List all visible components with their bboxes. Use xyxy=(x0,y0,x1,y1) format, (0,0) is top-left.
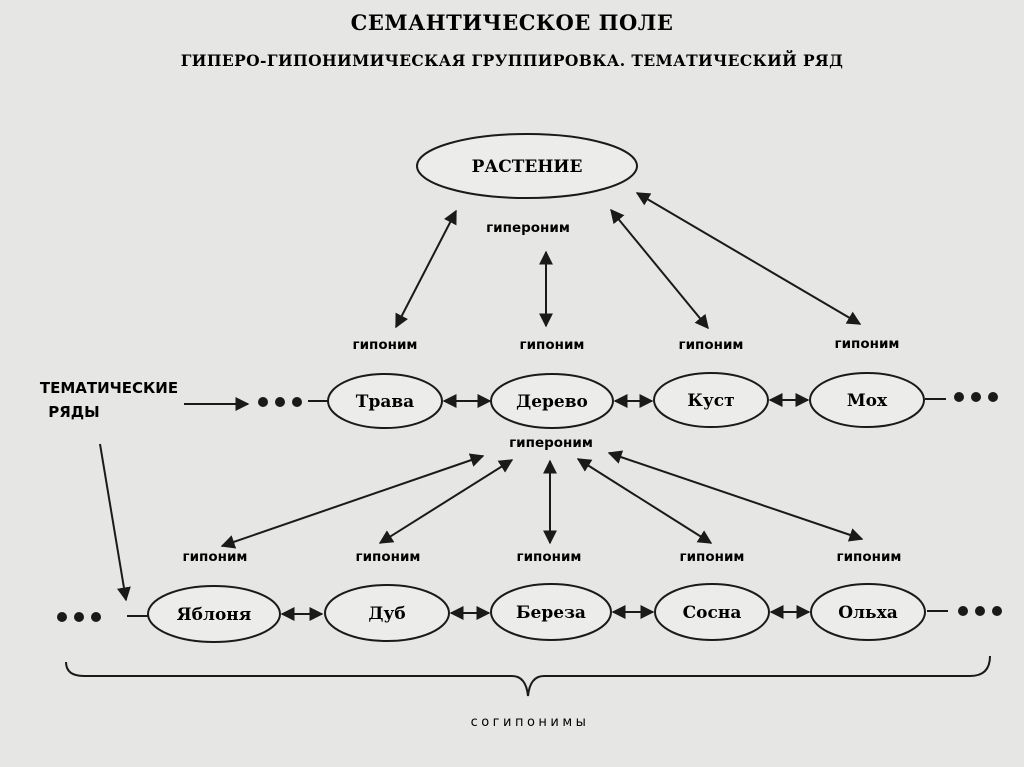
row2-node-sosna: Сосна xyxy=(683,603,742,623)
row2-node-bereza: Береза xyxy=(516,603,586,623)
hyponym-label-yablonya: гипоним xyxy=(183,549,248,565)
diagram-title: СЕМАНТИЧЕСКОЕ ПОЛЕ xyxy=(351,10,674,35)
hyponym-label-derevo: гипоним xyxy=(520,337,585,353)
row1-node-mokh: Мох xyxy=(847,391,888,411)
hyponym-label-olkha: гипоним xyxy=(837,549,902,565)
root-node-label: РАСТЕНИЕ xyxy=(472,157,583,177)
cohyponyms-label: согипонимы xyxy=(471,715,590,730)
hyponym-label-mokh: гипоним xyxy=(835,336,900,352)
hyponym-label-bereza: гипоним xyxy=(517,549,582,565)
arrow-root-to-kust xyxy=(610,208,709,330)
arrow-side-to-row2 xyxy=(99,443,131,602)
thematic-rows-label-line2: РЯДЫ xyxy=(48,403,99,421)
hyponym-label-dub: гипоним xyxy=(356,549,421,565)
thematic-rows-label-line1: ТЕМАТИЧЕСКИЕ xyxy=(40,379,178,397)
arrow-derevo-to-yablonya xyxy=(220,453,485,549)
arrow-derevo-to-sosna xyxy=(576,458,713,544)
thematic-row-1: Трава Дерево Куст Мох xyxy=(258,372,998,429)
diagram-subtitle: ГИПЕРО-ГИПОНИМИЧЕСКАЯ ГРУППИРОВКА. ТЕМАТ… xyxy=(181,51,844,70)
arrow-root-to-trava xyxy=(395,209,457,329)
row2-node-olkha: Ольха xyxy=(838,603,897,623)
thematic-row-2: Яблоня Дуб Береза Сосна Ольха xyxy=(57,583,1002,643)
row1-node-trava: Трава xyxy=(356,392,414,412)
arrow-derevo-to-olkha xyxy=(607,450,864,542)
hyperonym-label-lower: гипероним xyxy=(509,435,593,451)
hyperonym-label-upper: гипероним xyxy=(486,220,570,236)
hyponym-label-sosna: гипоним xyxy=(680,549,745,565)
row1-node-kust: Куст xyxy=(687,391,734,411)
root-node: РАСТЕНИЕ xyxy=(416,133,638,199)
arrow-derevo-to-dub xyxy=(378,459,514,544)
root-hyponym-arrows xyxy=(395,192,862,330)
derevo-hyponym-arrows xyxy=(220,450,864,549)
row2-node-dub: Дуб xyxy=(368,604,405,624)
hyponym-label-trava: гипоним xyxy=(353,337,418,353)
row2-node-yablonya: Яблоня xyxy=(177,605,252,625)
row1-node-derevo: Дерево xyxy=(516,392,588,412)
arrow-root-to-mokh xyxy=(635,192,862,325)
hyponym-label-kust: гипоним xyxy=(679,337,744,353)
cohyponyms-brace xyxy=(65,655,991,697)
